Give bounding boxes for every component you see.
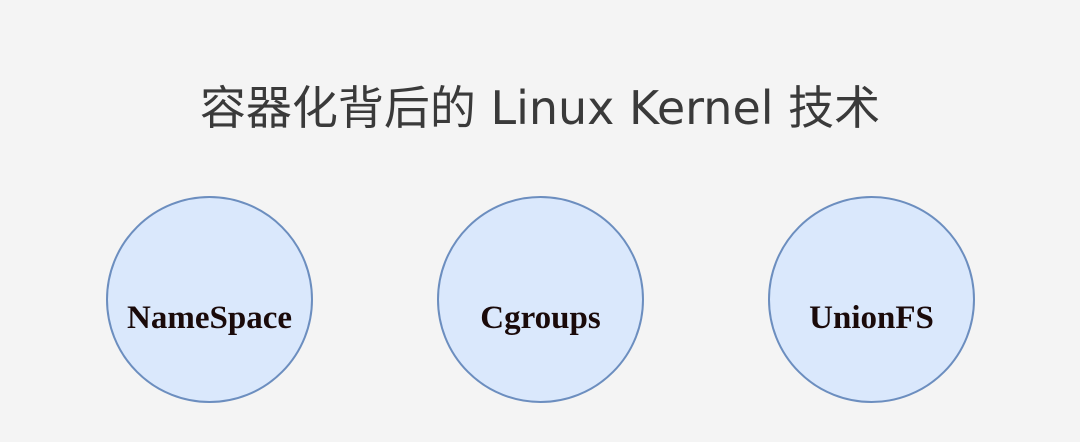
diagram-title: 容器化背后的 Linux Kernel 技术 <box>199 81 881 135</box>
node-label: NameSpace <box>127 300 292 336</box>
node-unionfs: UnionFS <box>768 196 975 403</box>
node-label: Cgroups <box>480 300 601 336</box>
node-label: UnionFS <box>809 300 934 336</box>
node-cgroups: Cgroups <box>437 196 644 403</box>
node-namespace: NameSpace <box>106 196 313 403</box>
